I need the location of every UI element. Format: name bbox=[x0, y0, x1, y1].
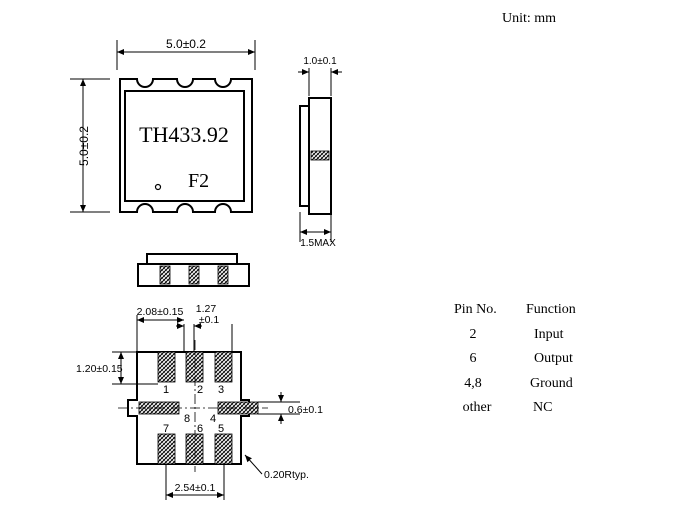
radius-note: 0.20Rtyp. bbox=[264, 469, 309, 481]
pitch-dim-line1: 1.27 bbox=[196, 303, 217, 315]
table-cell-function: Ground bbox=[530, 376, 573, 391]
pad-spacing-dim: 2.54±0.1 bbox=[175, 482, 216, 494]
side-pad-dim: 0.6±0.1 bbox=[288, 404, 323, 416]
side-view-front bbox=[137, 253, 250, 287]
top-height-dim: 5.0±0.2 bbox=[77, 126, 91, 166]
marking-text-line2: F2 bbox=[188, 170, 209, 192]
top-width-dim: 5.0±0.2 bbox=[166, 37, 206, 51]
table-cell-pin: 4,8 bbox=[464, 376, 482, 391]
pin-label-3: 3 bbox=[218, 384, 224, 396]
table-cell-pin: 2 bbox=[470, 327, 477, 342]
table-cell-pin: 6 bbox=[470, 351, 477, 366]
pad-width-dim: 2.08±0.15 bbox=[137, 306, 184, 318]
pin-label-4: 4 bbox=[210, 413, 216, 425]
table-cell-function: Input bbox=[534, 327, 564, 342]
pin-label-8: 8 bbox=[184, 413, 190, 425]
bottom-view: 2.08±0.15 1.27 ±0.1 1.20±0.15 1 2 3 8 4 … bbox=[76, 303, 323, 500]
side-thickness-dim: 1.0±0.1 bbox=[303, 56, 337, 67]
package-outline bbox=[119, 78, 253, 213]
pad-height-dim: 1.20±0.15 bbox=[76, 363, 123, 375]
table-header-function: Function bbox=[526, 302, 576, 317]
pin-label-1: 1 bbox=[163, 384, 169, 396]
pin-label-7: 7 bbox=[163, 423, 169, 435]
pin-function-table: Pin No. Function 2 Input 6 Output 4,8 Gr… bbox=[454, 302, 576, 415]
package-lid bbox=[124, 90, 245, 202]
table-cell-pin: other bbox=[463, 400, 492, 415]
table-header-pin: Pin No. bbox=[454, 302, 497, 317]
pin-label-2: 2 bbox=[197, 384, 203, 396]
top-view: 5.0±0.2 5.0±0.2 TH433.92 F2 bbox=[70, 37, 256, 213]
marking-text-line1: TH433.92 bbox=[139, 122, 229, 147]
side-view-right: 1.0±0.1 1.5MAX bbox=[298, 56, 342, 249]
table-cell-function: NC bbox=[533, 400, 552, 415]
pin-label-6: 6 bbox=[197, 423, 203, 435]
pitch-dim-line2: ±0.1 bbox=[199, 314, 220, 326]
table-cell-function: Output bbox=[534, 351, 573, 366]
pin1-marker bbox=[154, 183, 162, 191]
side-height-dim: 1.5MAX bbox=[300, 238, 336, 249]
unit-label: Unit: mm bbox=[502, 11, 556, 26]
pin-label-5: 5 bbox=[218, 423, 224, 435]
